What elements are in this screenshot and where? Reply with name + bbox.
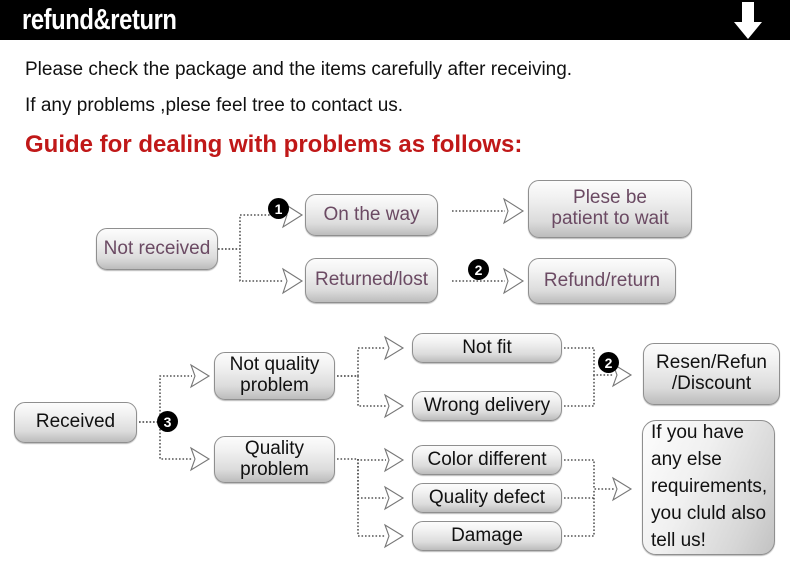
arrowhead bbox=[281, 267, 304, 295]
arrowhead bbox=[383, 335, 405, 361]
badge-1: 1 bbox=[268, 198, 289, 219]
box-not-quality-problem[interactable]: Not quality problem bbox=[214, 352, 335, 400]
box-quality-problem[interactable]: Quality problem bbox=[214, 436, 335, 483]
arrowhead bbox=[383, 485, 405, 511]
arrowhead bbox=[189, 446, 211, 472]
arrowhead bbox=[189, 363, 211, 389]
badge-3: 3 bbox=[157, 411, 178, 432]
box-note[interactable]: If you have any else requirements, you c… bbox=[642, 420, 775, 555]
arrowhead bbox=[611, 476, 633, 502]
page-title: refund&return bbox=[22, 4, 177, 36]
box-damage[interactable]: Damage bbox=[412, 521, 562, 551]
badge-2-bottom: 2 bbox=[598, 352, 619, 373]
box-not-received[interactable]: Not received bbox=[96, 228, 218, 270]
box-not-fit[interactable]: Not fit bbox=[412, 333, 562, 363]
arrowhead bbox=[502, 267, 525, 295]
box-received[interactable]: Received bbox=[14, 402, 137, 443]
box-plese-be-patient[interactable]: Plese be patient to wait bbox=[528, 180, 692, 238]
box-returned-lost[interactable]: Returned/lost bbox=[305, 258, 438, 303]
box-quality-defect[interactable]: Quality defect bbox=[412, 483, 562, 513]
arrowhead bbox=[383, 393, 405, 419]
box-on-the-way[interactable]: On the way bbox=[305, 194, 438, 236]
guide-heading: Guide for dealing with problems as follo… bbox=[25, 131, 523, 158]
arrowhead bbox=[502, 197, 525, 225]
box-resend-refund-discount[interactable]: Resen/Refun /Discount bbox=[643, 343, 780, 405]
intro-line-1: Please check the package and the items c… bbox=[25, 59, 573, 80]
box-refund-return[interactable]: Refund/return bbox=[528, 258, 676, 304]
header-bar: refund&return bbox=[0, 0, 790, 40]
intro-line-2: If any problems ,plese feel tree to cont… bbox=[25, 95, 404, 116]
arrow-down-icon bbox=[734, 2, 762, 39]
arrowhead bbox=[383, 523, 405, 549]
badge-2-top: 2 bbox=[468, 259, 489, 280]
box-color-different[interactable]: Color different bbox=[412, 445, 562, 475]
box-wrong-delivery[interactable]: Wrong delivery bbox=[412, 391, 562, 421]
arrowhead bbox=[383, 447, 405, 473]
